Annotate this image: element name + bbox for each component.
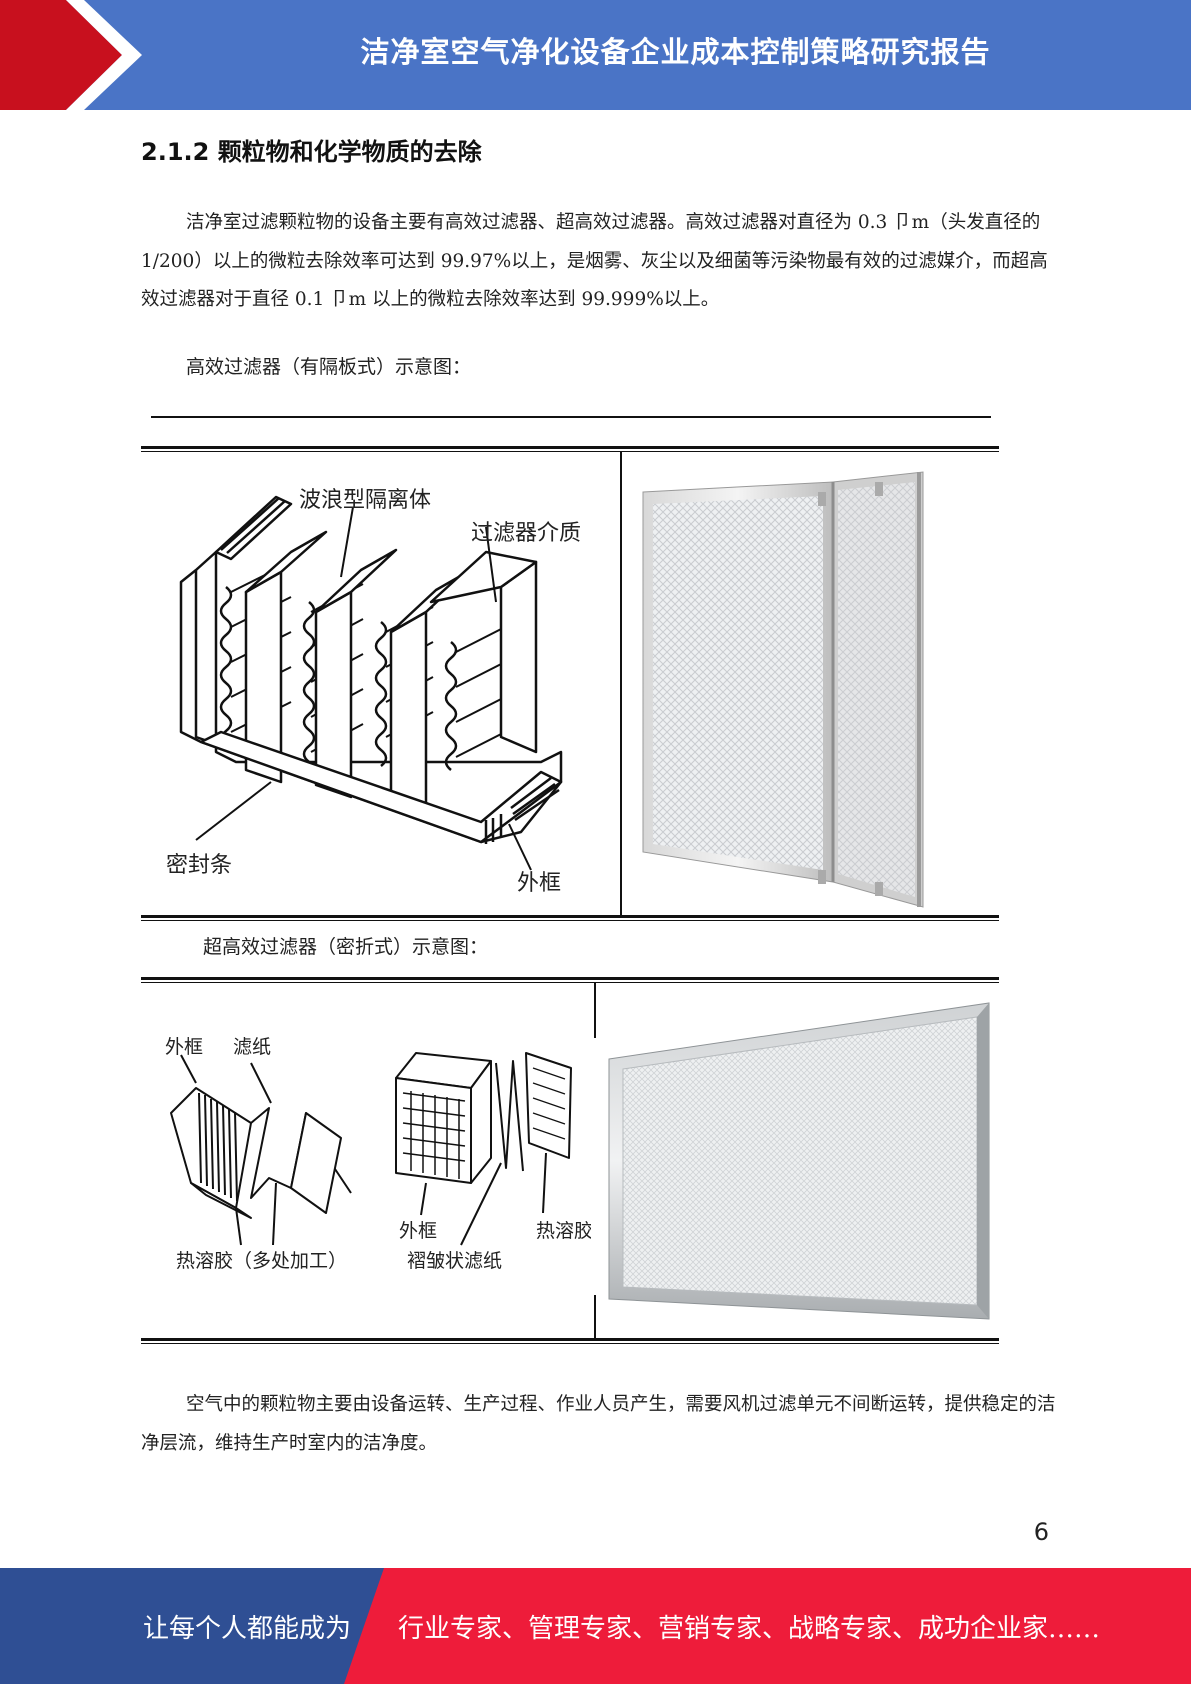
figure2-divider-top bbox=[594, 983, 596, 1038]
figure2-divider-bottom bbox=[594, 1295, 596, 1338]
figure2-top-rule bbox=[141, 977, 999, 983]
figure2-caption: 超高效过滤器（密折式）示意图： bbox=[203, 936, 489, 958]
page-footer: 让每个人都能成为 行业专家、管理专家、营销专家、战略专家、成功企业家…… bbox=[0, 1568, 1191, 1684]
label-hotmelt-b: 热溶胶 bbox=[536, 1220, 591, 1242]
closing-paragraph: 空气中的颗粒物主要由设备运转、生产过程、作业人员产生，需要风机过滤单元不间断运转… bbox=[141, 1394, 1056, 1454]
label-frame-a: 外框 bbox=[165, 1036, 203, 1058]
separator-filter-diagram: 波浪型隔离体 过滤器介质 密封条 外框 bbox=[166, 488, 581, 896]
figure-ulpa-pleated: 外框 滤纸 热溶胶（多处加工） 外框 热溶胶 褶皱状滤纸 bbox=[141, 977, 999, 1344]
label-seal-strip: 密封条 bbox=[166, 853, 232, 878]
footer-slogan-left: 让每个人都能成为 bbox=[143, 1613, 352, 1644]
report-title: 洁净室空气净化设备企业成本控制策略研究报告 bbox=[360, 35, 991, 69]
label-filter-media: 过滤器介质 bbox=[471, 521, 581, 546]
page-header: 洁净室空气净化设备企业成本控制策略研究报告 bbox=[0, 0, 1191, 110]
footer-slogan-right: 行业专家、管理专家、营销专家、战略专家、成功企业家…… bbox=[398, 1613, 1101, 1644]
figure1-divider bbox=[620, 452, 622, 915]
header-arrow-icon bbox=[0, 0, 142, 110]
pleated-filter-diagram: 外框 滤纸 热溶胶（多处加工） 外框 热溶胶 褶皱状滤纸 bbox=[165, 1036, 591, 1272]
label-hotmelt-a: 热溶胶（多处加工） bbox=[176, 1250, 347, 1272]
figure-hepa-separator: 波浪型隔离体 过滤器介质 密封条 外框 bbox=[141, 446, 999, 921]
figure1-top-rule bbox=[141, 446, 999, 452]
figure1-bottom-rule bbox=[141, 915, 999, 921]
figure2-bottom-rule bbox=[141, 1338, 999, 1344]
page-number: 6 bbox=[1033, 1518, 1049, 1546]
label-filter-paper: 滤纸 bbox=[233, 1036, 271, 1058]
footer-banner-shape bbox=[0, 1568, 1191, 1684]
section-heading: 2.1.2 颗粒物和化学物质的去除 bbox=[141, 138, 482, 166]
label-frame-b: 外框 bbox=[399, 1220, 437, 1242]
hepa-filter-photo bbox=[623, 452, 999, 915]
divider-line bbox=[151, 416, 991, 418]
label-wave-separator: 波浪型隔离体 bbox=[299, 488, 431, 513]
ulpa-filter-photo bbox=[597, 983, 999, 1338]
label-pleated-paper: 褶皱状滤纸 bbox=[407, 1250, 502, 1272]
label-outer-frame: 外框 bbox=[517, 871, 561, 896]
figure1-caption: 高效过滤器（有隔板式）示意图： bbox=[186, 356, 472, 378]
intro-paragraph: 洁净室过滤颗粒物的设备主要有高效过滤器、超高效过滤器。高效过滤器对直径为 0.3… bbox=[141, 212, 1048, 310]
